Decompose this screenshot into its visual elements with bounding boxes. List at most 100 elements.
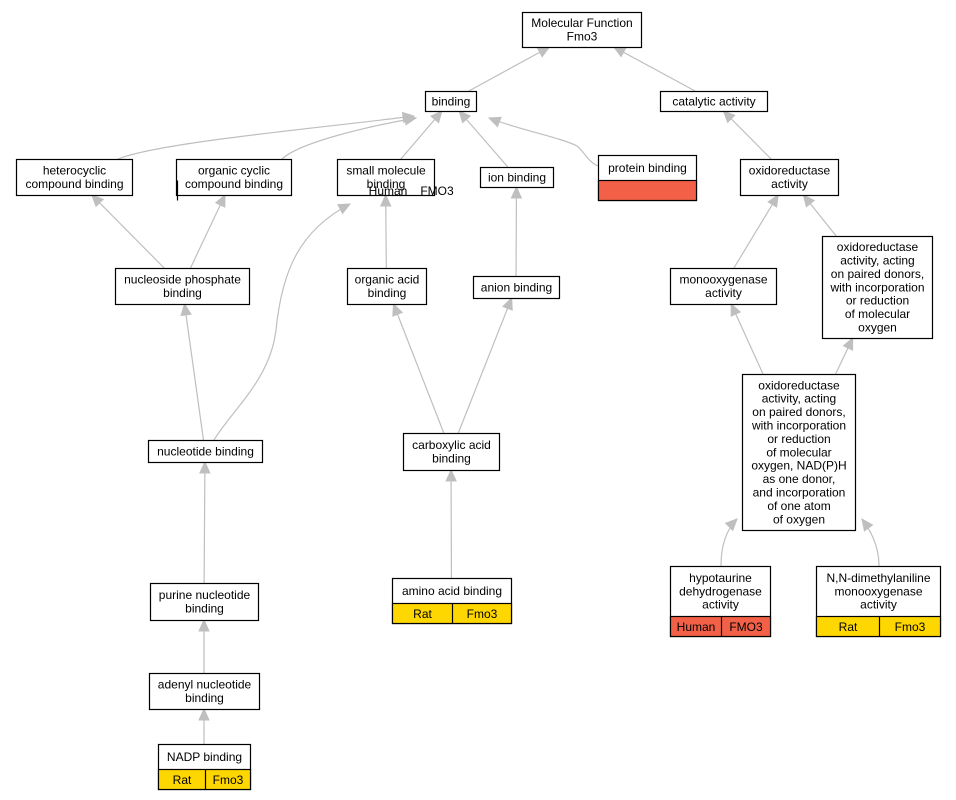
edge-arrowhead xyxy=(430,110,443,124)
edge-arrowhead xyxy=(861,518,874,532)
go-term-node-anion[interactable]: anion binding xyxy=(472,275,561,300)
node-box xyxy=(15,158,134,197)
edge-carbox-to-anion xyxy=(457,296,513,434)
annotation-gene: Fmo3 xyxy=(467,607,498,621)
edge-arrowhead xyxy=(180,302,192,317)
edge-oxnadph-to-oxpaired xyxy=(835,336,854,375)
node-label-line: amino acid binding xyxy=(402,584,502,598)
edge-monoox-to-oxidored xyxy=(733,193,779,269)
edge-arrowhead xyxy=(445,468,457,482)
go-term-node-binding[interactable]: binding xyxy=(424,90,478,113)
annotation-species: Human xyxy=(369,184,408,198)
node-box xyxy=(175,158,293,197)
go-term-node-catalytic[interactable]: catalytic activity xyxy=(659,90,769,113)
annotation-row xyxy=(669,615,772,638)
edge-arrowhead xyxy=(198,707,210,721)
edge-arrowhead xyxy=(214,193,226,208)
node-label-line: compound binding xyxy=(25,177,123,191)
edge-aminoacid-to-carbox xyxy=(445,468,457,579)
node-label-line: Molecular Function xyxy=(531,16,632,30)
node-label-line: with incorporation xyxy=(829,280,924,294)
node-label-line: dehydrogenase xyxy=(679,584,762,598)
node-label-line: NADP binding xyxy=(167,750,242,764)
edge-purine-to-nucleotide xyxy=(199,460,211,584)
node-box xyxy=(659,90,769,113)
annotation-row xyxy=(815,615,942,638)
node-label-line: on paired donors, xyxy=(752,405,845,419)
edge-arrowhead xyxy=(379,193,392,207)
edge-nucleotide-to-nucphos xyxy=(180,302,205,441)
node-box xyxy=(821,235,934,340)
edge-nucleotide-to-smallmol xyxy=(213,203,352,441)
edge-protbind-to-binding xyxy=(487,116,599,167)
annotation-species: Rat xyxy=(413,607,432,621)
edge-nucphos-to-orgcyclic xyxy=(189,193,226,269)
node-label-line: heterocyclic xyxy=(43,164,106,178)
edge-line xyxy=(733,194,779,269)
edge-ionbind-to-binding xyxy=(458,110,509,168)
node-label-line: anion binding xyxy=(481,280,552,294)
edge-adenyl-to-purine xyxy=(198,618,210,673)
edge-arrowhead xyxy=(502,296,513,311)
edge-catalytic-to-mf xyxy=(612,46,696,92)
node-label-line: of one atom xyxy=(767,499,830,513)
edge-oxnadph-to-monoox xyxy=(730,302,764,375)
edge-heterocyclic-to-binding xyxy=(117,111,416,160)
annotation-gene: Fmo3 xyxy=(213,773,244,787)
edge-line xyxy=(468,46,550,92)
node-box xyxy=(402,432,501,472)
node-label-line: binding xyxy=(368,286,407,300)
edge-arrowhead xyxy=(510,185,523,199)
edge-arrowhead xyxy=(392,302,404,317)
node-box xyxy=(336,158,436,197)
edge-dimethyl-to-oxnadph xyxy=(861,518,880,567)
edge-arrowhead xyxy=(842,336,854,351)
node-label-line: oxidoreductase xyxy=(837,240,919,254)
go-term-node-ionbind[interactable]: ion binding xyxy=(479,166,555,189)
node-label-line: oxidoreductase xyxy=(758,378,840,392)
edge-line xyxy=(392,303,445,434)
node-label-line: binding xyxy=(163,286,202,300)
annotation-row xyxy=(597,179,698,202)
edge-line xyxy=(457,297,513,434)
edge-arrowhead xyxy=(536,46,551,58)
node-label-line: and incorporation xyxy=(753,486,846,500)
node-label-line: oxygen xyxy=(858,321,897,335)
node-box xyxy=(669,267,778,306)
node-label-line: N,N-dimethylaniline xyxy=(826,571,930,585)
go-term-node-dimethyl[interactable]: N,N-dimethylanilinemonooxygenaseactivity… xyxy=(815,565,942,638)
node-label-line: nucleoside phosphate xyxy=(124,273,241,287)
node-label-line: oxygen, NAD(P)H xyxy=(751,459,846,473)
edge-arrowhead xyxy=(199,460,211,474)
edge-line xyxy=(213,203,351,441)
edge-arrowhead xyxy=(198,618,210,632)
edge-binding-to-mf xyxy=(468,46,551,92)
edge-oxpaired-to-oxidored xyxy=(802,194,837,237)
edge-smallmol-to-binding xyxy=(400,110,443,160)
go-term-node-nucleotide[interactable]: nucleotide binding xyxy=(147,439,264,464)
edge-arrowhead xyxy=(802,194,816,208)
node-label-line: monooxygenase xyxy=(679,273,767,287)
annotation-species: Rat xyxy=(839,620,858,634)
edge-arrowhead xyxy=(458,110,472,124)
node-label-line: compound binding xyxy=(185,177,283,191)
